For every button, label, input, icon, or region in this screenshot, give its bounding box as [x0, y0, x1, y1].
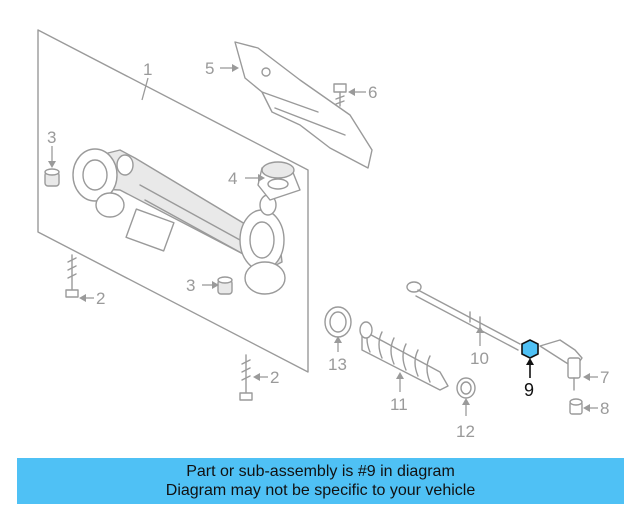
- info-banner: Part or sub-assembly is #9 in diagram Di…: [17, 458, 624, 504]
- callout-2-left: 2: [96, 289, 105, 308]
- part-8-nut[interactable]: [569, 398, 583, 415]
- callout-3b-arrowhead: [212, 281, 219, 289]
- callout-8-arrowhead: [583, 404, 590, 412]
- part-11-boot[interactable]: [359, 321, 449, 391]
- part-3-plug-upper[interactable]: [44, 168, 60, 187]
- part-13-clamp[interactable]: [324, 306, 352, 338]
- callout-1: 1: [143, 60, 152, 79]
- callout-7: 7: [600, 368, 609, 387]
- callout-1-leader: [141, 77, 149, 101]
- part-2-bolt-left[interactable]: [65, 254, 79, 298]
- callout-5-arrowhead: [232, 64, 239, 72]
- callout-4-arrowhead: [258, 174, 265, 182]
- banner-line-1: Part or sub-assembly is #9 in diagram: [186, 463, 455, 480]
- callout-12-arrowhead: [462, 398, 470, 405]
- callout-9-arrowhead: [526, 358, 534, 365]
- callout-11-arrowhead: [396, 372, 404, 379]
- callout-10: 10: [470, 349, 489, 368]
- callout-12: 12: [456, 422, 475, 441]
- callout-3a-arrowhead: [48, 161, 56, 168]
- part-9-jam-nut[interactable]: [521, 339, 539, 359]
- callout-2-right: 2: [270, 368, 279, 387]
- callout-8: 8: [600, 399, 609, 418]
- callout-10-arrowhead: [476, 326, 484, 333]
- callout-3-upper: 3: [47, 128, 56, 147]
- callout-5: 5: [205, 59, 214, 78]
- callout-9[interactable]: 9: [524, 380, 534, 400]
- callout-3-lower: 3: [186, 276, 195, 295]
- callout-4: 4: [228, 169, 237, 188]
- callout-2b-arrowhead: [253, 373, 260, 381]
- banner-line-2: Diagram may not be specific to your vehi…: [165, 482, 476, 499]
- part-7-tie-rod-end[interactable]: [539, 339, 583, 391]
- callout-6-arrowhead: [348, 88, 355, 96]
- part-12-clamp[interactable]: [456, 377, 476, 399]
- callout-6: 6: [368, 83, 377, 102]
- callout-11: 11: [390, 395, 408, 414]
- part-4-mount-bushing[interactable]: [257, 161, 301, 201]
- callout-13: 13: [328, 355, 347, 374]
- part-2-bolt-right[interactable]: [239, 354, 253, 401]
- callout-13-arrowhead: [334, 336, 342, 343]
- part-10-inner-tie-rod[interactable]: [406, 281, 521, 351]
- part-6-bolt[interactable]: [333, 83, 347, 107]
- part-3-plug-lower[interactable]: [217, 276, 233, 295]
- callout-7-arrowhead: [583, 373, 590, 381]
- callout-2a-arrowhead: [79, 294, 86, 302]
- steering-rack-assembly[interactable]: [72, 148, 286, 295]
- part-5-bracket[interactable]: [234, 41, 373, 169]
